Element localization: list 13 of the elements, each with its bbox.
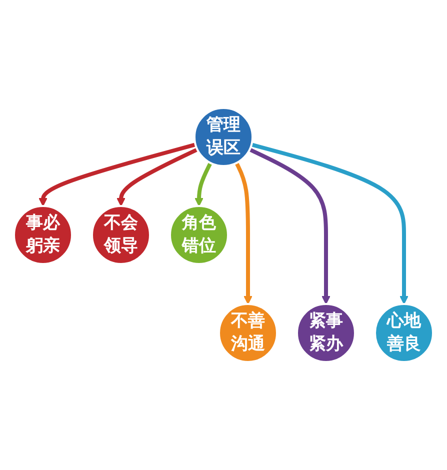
node-circle: 事必躬亲 (13, 205, 73, 265)
node-circle: 不会领导 (91, 205, 151, 265)
node-circle: 角色错位 (169, 205, 229, 265)
arrow (38, 142, 196, 206)
arrow (194, 162, 212, 206)
node-circle: 心地善良 (374, 303, 434, 363)
node-circle: 不善沟通 (218, 303, 278, 363)
arrow (248, 148, 330, 304)
arrow (250, 142, 408, 304)
node-circle: 紧事紧办 (296, 303, 356, 363)
arrow (234, 162, 252, 304)
arrow (116, 148, 198, 206)
node-circle: 管理 误区 (194, 107, 254, 167)
